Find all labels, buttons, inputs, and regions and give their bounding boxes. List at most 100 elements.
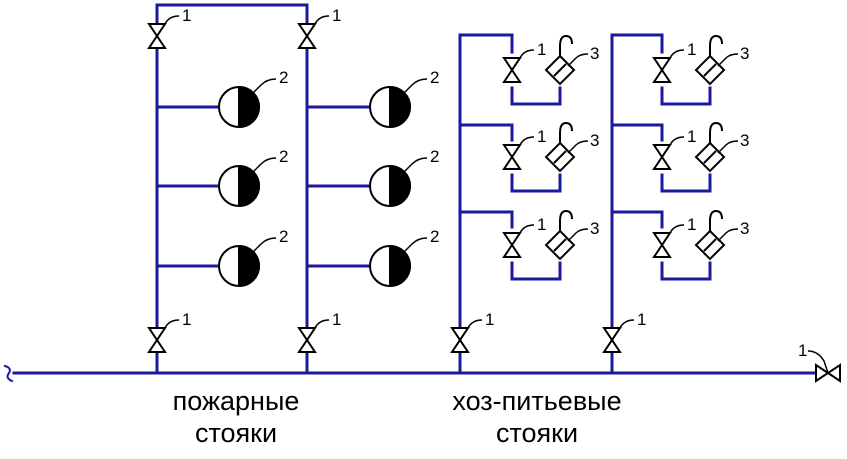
fire-hydrant-label: 2 (279, 147, 288, 166)
water-tap-label: 3 (740, 219, 749, 238)
domestic-riser-1-loop-3 (510, 261, 562, 281)
valve-fire-riser-1-bottom (147, 319, 180, 353)
valve-leader-line (156, 319, 180, 341)
fire-hydrant-half (238, 164, 260, 208)
valve-leader-line (807, 350, 829, 374)
water-tap-riser-1-floor-3 (544, 209, 589, 261)
fire-hydrant-riser-2-2 (369, 157, 428, 208)
fire-hydrant-half (238, 85, 260, 129)
water-tap-leader-line (717, 228, 739, 242)
valve-leader-line (306, 319, 330, 341)
valve-label: 1 (485, 310, 494, 329)
water-tap-label: 3 (590, 219, 599, 238)
domestic-riser-1-branch-3 (458, 210, 514, 229)
fire-riser-1 (155, 3, 309, 375)
fire-hydrant-label: 2 (279, 227, 288, 246)
valve-leader-line (156, 15, 180, 37)
water-tap-spout (559, 209, 573, 231)
domestic-riser-1 (458, 33, 514, 375)
valve-leader-line (511, 49, 535, 71)
valve-fire-riser-2-bottom (297, 319, 330, 353)
water-tap-label: 3 (590, 131, 599, 150)
valve-domestic-riser-1-floor-2 (502, 136, 535, 170)
water-tap-inner-line (703, 150, 717, 164)
valve-leader-line (511, 136, 535, 158)
fire-hydrant-half (389, 85, 411, 129)
domestic-riser-2-branch-3 (610, 210, 664, 229)
caption-fire-risers-line1: пожарные (173, 386, 300, 416)
valve-fire-riser-1-top (147, 15, 180, 49)
fire-hydrant-half (389, 164, 411, 208)
water-tap-riser-1-floor-2 (544, 121, 589, 173)
water-tap-spout (709, 121, 723, 143)
fire-hydrant-leader-line (252, 157, 277, 173)
water-tap-inner-line (553, 238, 567, 252)
domestic-riser-2-loop-1 (660, 86, 712, 106)
valve-label: 1 (182, 310, 191, 329)
water-tap-leader-line (717, 140, 739, 154)
water-tap-spout (709, 209, 723, 231)
valve-label: 1 (687, 215, 696, 234)
water-tap-spout (559, 121, 573, 143)
fire-hydrant-riser-1-2 (218, 157, 277, 208)
valve-label: 1 (182, 6, 191, 25)
valve-label: 1 (798, 341, 807, 360)
pipe-break-mark (3, 364, 14, 383)
water-tap-leader-line (567, 140, 589, 154)
fire-hydrant-label: 2 (430, 68, 439, 87)
water-tap-inner-line (703, 63, 717, 77)
fire-hydrant-leader-line (252, 78, 277, 94)
valve-label: 1 (537, 215, 546, 234)
caption-domestic-risers-line1: хоз-питьевые (452, 386, 621, 416)
valve-main-line-end (807, 350, 841, 383)
valve-label: 1 (687, 127, 696, 146)
valve-leader-line (459, 319, 483, 341)
valve-leader-line (511, 224, 535, 246)
domestic-riser-2-loop-2 (660, 173, 712, 193)
valve-domestic-riser-2-bottom (602, 319, 635, 353)
valve-label: 1 (537, 40, 546, 59)
valve-domestic-riser-1-floor-3 (502, 224, 535, 258)
valve-fire-riser-2-top (297, 15, 330, 49)
fire-hydrant-leader-line (403, 237, 428, 253)
valve-domestic-riser-2-floor-3 (652, 224, 685, 258)
domestic-riser-1-branch-2 (458, 123, 514, 142)
fire-hydrant-leader-line (403, 157, 428, 173)
caption-fire-risers-line2: стояки (195, 418, 277, 448)
water-tap-riser-2-floor-2 (694, 121, 739, 173)
fire-hydrant-riser-1-1 (218, 78, 277, 129)
valve-domestic-riser-1-bottom (450, 319, 483, 353)
valve-label: 1 (637, 310, 646, 329)
valve-label: 1 (537, 127, 546, 146)
valve-label: 1 (332, 310, 341, 329)
water-tap-label: 3 (740, 44, 749, 63)
fire-hydrant-riser-1-3 (218, 237, 277, 288)
water-tap-inner-line (703, 238, 717, 252)
fire-hydrant-riser-2-3 (369, 237, 428, 288)
valve-leader-line (661, 224, 685, 246)
domestic-riser-2-branch-2 (610, 123, 664, 142)
water-tap-label: 3 (590, 44, 599, 63)
pipe-network (3, 3, 817, 383)
water-tap-spout (559, 34, 573, 56)
water-tap-leader-line (717, 53, 739, 67)
fire-hydrant-label: 2 (430, 147, 439, 166)
water-tap-spout (709, 34, 723, 56)
water-tap-leader-line (567, 53, 589, 67)
fire-hydrant-riser-2-1 (369, 78, 428, 129)
caption-domestic-risers-line2: стояки (496, 418, 578, 448)
valve-label: 1 (332, 6, 341, 25)
valve-domestic-riser-1-floor-1 (502, 49, 535, 83)
water-tap-inner-line (553, 150, 567, 164)
fire-hydrant-half (389, 244, 411, 288)
valve-leader-line (661, 49, 685, 71)
fire-hydrant-label: 2 (430, 227, 439, 246)
water-tap-riser-1-floor-1 (544, 34, 589, 86)
domestic-riser-1-loop-1 (510, 86, 562, 106)
water-tap-inner-line (553, 63, 567, 77)
water-tap-label: 3 (740, 131, 749, 150)
fire-hydrant-leader-line (403, 78, 428, 94)
domestic-riser-2 (610, 33, 664, 375)
